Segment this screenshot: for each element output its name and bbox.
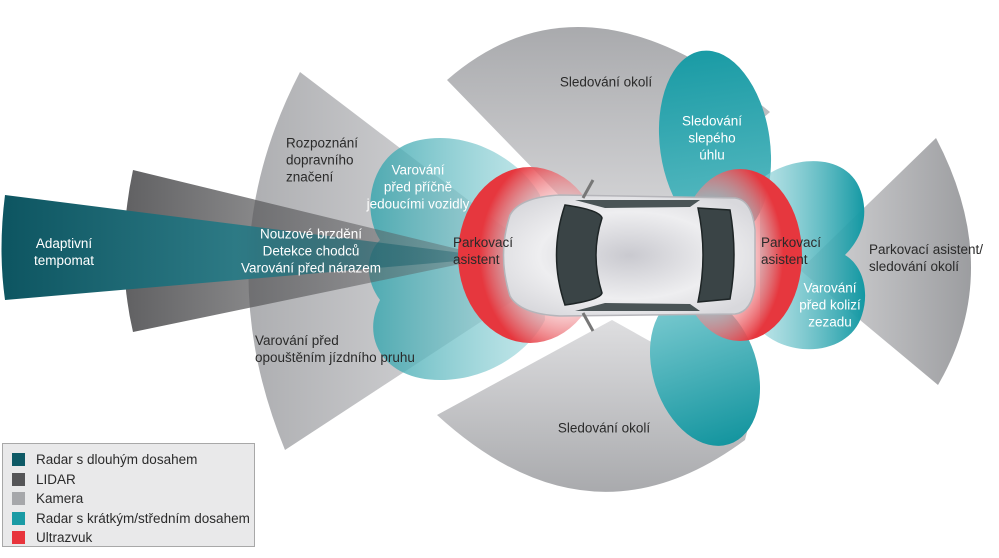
legend-swatch (12, 492, 25, 506)
legend-item-camera: Kamera (12, 489, 254, 509)
label-bottom-surround-view: Sledování okolí (557, 420, 651, 436)
long-range-radar-beam (1, 195, 470, 300)
legend-label: Radar s krátkým/středním dosahem (36, 510, 250, 526)
label-rear-camera-parking: Parkovací asistent/sledování okolí (869, 242, 984, 274)
legend-label: LIDAR (36, 471, 76, 487)
car-mirror-top (581, 179, 595, 199)
legend-swatch (12, 531, 25, 545)
car-rear-window (697, 207, 735, 303)
legend-swatch (12, 472, 25, 486)
legend: Radar s dlouhým dosahem LIDAR Kamera Rad… (2, 443, 255, 547)
legend-item-ultrasound: Ultrazvuk (12, 528, 254, 548)
legend-label: Radar s dlouhým dosahem (36, 452, 198, 468)
car-top-view (502, 179, 756, 332)
legend-label: Kamera (36, 491, 84, 507)
car-side-window-bottom (575, 303, 700, 311)
legend-swatch (12, 511, 25, 525)
camera-rear-field (800, 138, 972, 385)
car-windshield (555, 204, 603, 306)
legend-label: Ultrazvuk (36, 530, 93, 546)
legend-item-lidar: LIDAR (12, 470, 254, 490)
legend-item-long-range-radar: Radar s dlouhým dosahem (12, 450, 254, 470)
label-top-surround-view: Sledování okolí (559, 74, 653, 90)
legend-item-short-mid-radar: Radar s krátkým/středním dosahem (12, 509, 254, 529)
car-side-window-top (575, 200, 700, 208)
legend-swatch (12, 453, 25, 467)
car-mirror-bottom (581, 312, 595, 332)
